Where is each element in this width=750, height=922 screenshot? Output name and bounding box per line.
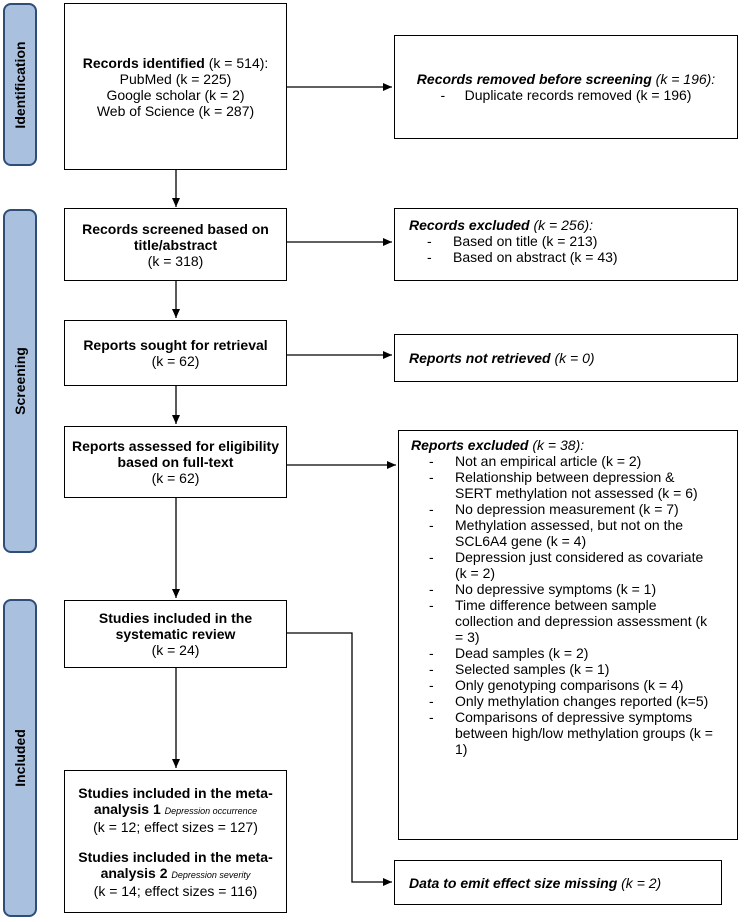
records-screened-count: (k = 318): [147, 252, 204, 269]
reports-assessed-line1: Reports assessed for eligibility: [72, 438, 279, 454]
ma2-sub: Depression severity: [171, 869, 251, 880]
phase-identification-label: Identification: [12, 40, 28, 129]
records-identified-box: Records identified (k = 514): PubMed (k …: [64, 3, 287, 170]
records-excluded-count: (k = 256):: [529, 217, 594, 233]
ma1-sub: Depression occurrence: [164, 805, 258, 816]
phase-identification: Identification: [3, 3, 37, 166]
source-pubmed: PubMed (k = 225): [119, 70, 232, 87]
records-identified-title: Records identified: [82, 54, 205, 71]
reports-excluded-item: Comparisons of depressive symptoms betwe…: [411, 709, 715, 757]
records-removed-count: (k = 196):: [651, 71, 716, 87]
reports-sought-count: (k = 62): [151, 353, 200, 369]
reports-not-retrieved-title: Reports not retrieved: [409, 350, 551, 366]
studies-review-count: (k = 24): [151, 642, 200, 658]
data-missing-title: Data to emit effect size missing: [409, 874, 618, 891]
reports-excluded-item: No depression measurement (k = 7): [411, 501, 715, 517]
ma1-line2: analysis 1: [93, 800, 161, 817]
reports-excluded-item: No depressive symptoms (k = 1): [411, 581, 715, 597]
records-removed-box: Records removed before screening (k = 19…: [394, 35, 738, 139]
ma2-line1: Studies included in the meta-: [78, 848, 273, 865]
arrow-review-to-missing: [287, 632, 392, 886]
reports-excluded-list: Not an empirical article (k = 2) Relatio…: [411, 453, 715, 757]
data-missing-count: (k = 2): [617, 874, 662, 891]
reports-assessed-line2: based on full-text: [117, 454, 234, 470]
reports-sought-title: Reports sought for retrieval: [83, 337, 268, 353]
reports-not-retrieved-box: Reports not retrieved (k = 0): [394, 334, 738, 382]
phase-screening: Screening: [3, 209, 37, 553]
reports-not-retrieved-count: (k = 0): [550, 350, 595, 366]
source-google-scholar: Google scholar (k = 2): [106, 86, 245, 103]
records-excluded-item: Based on abstract (k = 43): [409, 249, 737, 265]
records-screened-box: Records screened based on title/abstract…: [64, 208, 287, 281]
reports-excluded-item: Only methylation changes reported (k=5): [411, 693, 715, 709]
studies-review-line1: Studies included in the: [98, 610, 253, 626]
records-identified-count: (k = 514):: [204, 54, 269, 71]
records-removed-item: - Duplicate records removed (k = 196): [440, 87, 692, 103]
phase-screening-label: Screening: [12, 347, 28, 415]
phase-included: Included: [3, 599, 37, 917]
reports-excluded-count: (k = 38):: [528, 437, 585, 453]
data-missing-box: Data to emit effect size missing (k = 2): [394, 860, 722, 905]
reports-excluded-item: Selected samples (k = 1): [411, 661, 715, 677]
reports-excluded-item: Dead samples (k = 2): [411, 645, 715, 661]
records-excluded-title: Records excluded: [409, 217, 530, 233]
reports-assessed-box: Reports assessed for eligibility based o…: [64, 426, 287, 498]
ma1-count: (k = 12; effect sizes = 127): [93, 818, 258, 835]
reports-excluded-item: Depression just considered as covariate …: [411, 549, 715, 581]
records-excluded-item: Based on title (k = 213): [409, 233, 737, 249]
reports-excluded-item: Time difference between sample collectio…: [411, 597, 715, 645]
reports-excluded-box: Reports excluded (k = 38): Not an empiri…: [398, 430, 738, 840]
reports-excluded-item: Only genotyping comparisons (k = 4): [411, 677, 715, 693]
records-excluded-box: Records excluded (k = 256): Based on tit…: [394, 208, 738, 281]
ma2-line2: analysis 2: [100, 864, 168, 881]
source-web-of-science: Web of Science (k = 287): [96, 102, 255, 119]
records-screened-line2: title/abstract: [133, 236, 218, 253]
reports-excluded-item: Relationship between depression & SERT m…: [411, 469, 715, 501]
reports-sought-box: Reports sought for retrieval (k = 62): [64, 320, 287, 386]
reports-excluded-title: Reports excluded: [411, 437, 529, 453]
reports-assessed-count: (k = 62): [151, 470, 200, 486]
ma1-line1: Studies included in the meta-: [78, 784, 273, 801]
ma2-count: (k = 14; effect sizes = 116): [93, 882, 258, 899]
studies-review-line2: systematic review: [115, 626, 236, 642]
phase-included-label: Included: [12, 729, 28, 787]
studies-review-box: Studies included in the systematic revie…: [64, 600, 287, 668]
reports-excluded-item: Methylation assessed, but not on the SCL…: [411, 517, 715, 549]
meta-analysis-box: Studies included in the meta- analysis 1…: [64, 770, 287, 913]
reports-excluded-item: Not an empirical article (k = 2): [411, 453, 715, 469]
records-removed-item-text: Duplicate records removed (k = 196): [464, 87, 692, 103]
records-removed-title: Records removed before screening: [416, 71, 652, 87]
records-screened-line1: Records screened based on: [82, 220, 269, 237]
records-excluded-list: Based on title (k = 213) Based on abstra…: [409, 233, 737, 265]
